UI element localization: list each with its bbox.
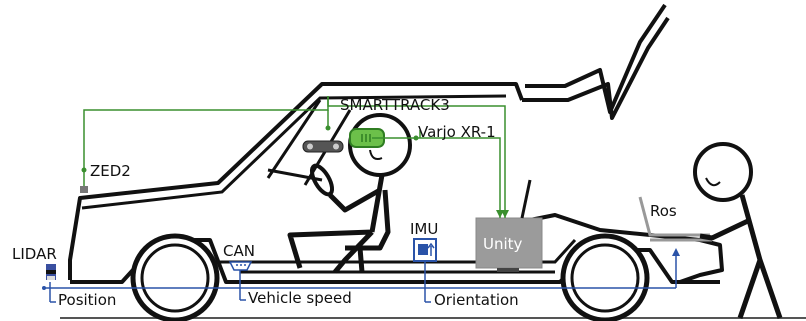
label-ros: Ros [650, 202, 677, 220]
zed2-camera-icon [80, 186, 88, 193]
ros-operator-figure [693, 142, 783, 319]
label-lidar: LIDAR [12, 245, 57, 263]
can-connector-icon [228, 261, 253, 271]
label-can: CAN [223, 242, 255, 260]
unity-stand [497, 268, 519, 272]
label-imu: IMU [410, 220, 438, 238]
car-roof-inner [81, 94, 507, 210]
blue-dot-position [42, 286, 46, 290]
laptop-icon [638, 196, 712, 242]
steering-wheel [267, 163, 335, 197]
label-position: Position [58, 291, 116, 309]
label-varjo: Varjo XR-1 [418, 123, 496, 141]
open-trunk-lid [522, 3, 670, 120]
green-connections [83, 96, 506, 218]
smarttrack-device-icon [302, 140, 344, 153]
unity-antenna [520, 179, 532, 219]
label-vehicle-speed: Vehicle speed [248, 289, 352, 307]
blue-bus [44, 250, 677, 302]
label-orientation: Orientation [434, 291, 519, 309]
blue-ticks [50, 299, 431, 303]
lidar-sensor-icon [46, 264, 56, 280]
label-smarttrack: SMARTTRACK3 [340, 96, 450, 114]
driver-seat [345, 189, 391, 273]
blue-arrowhead [672, 248, 680, 256]
front-wheel [130, 233, 220, 321]
unity-label: Unity [483, 235, 523, 253]
imu-sensor-icon [413, 238, 437, 262]
rear-wheel [560, 233, 650, 321]
label-zed2: ZED2 [90, 162, 131, 180]
